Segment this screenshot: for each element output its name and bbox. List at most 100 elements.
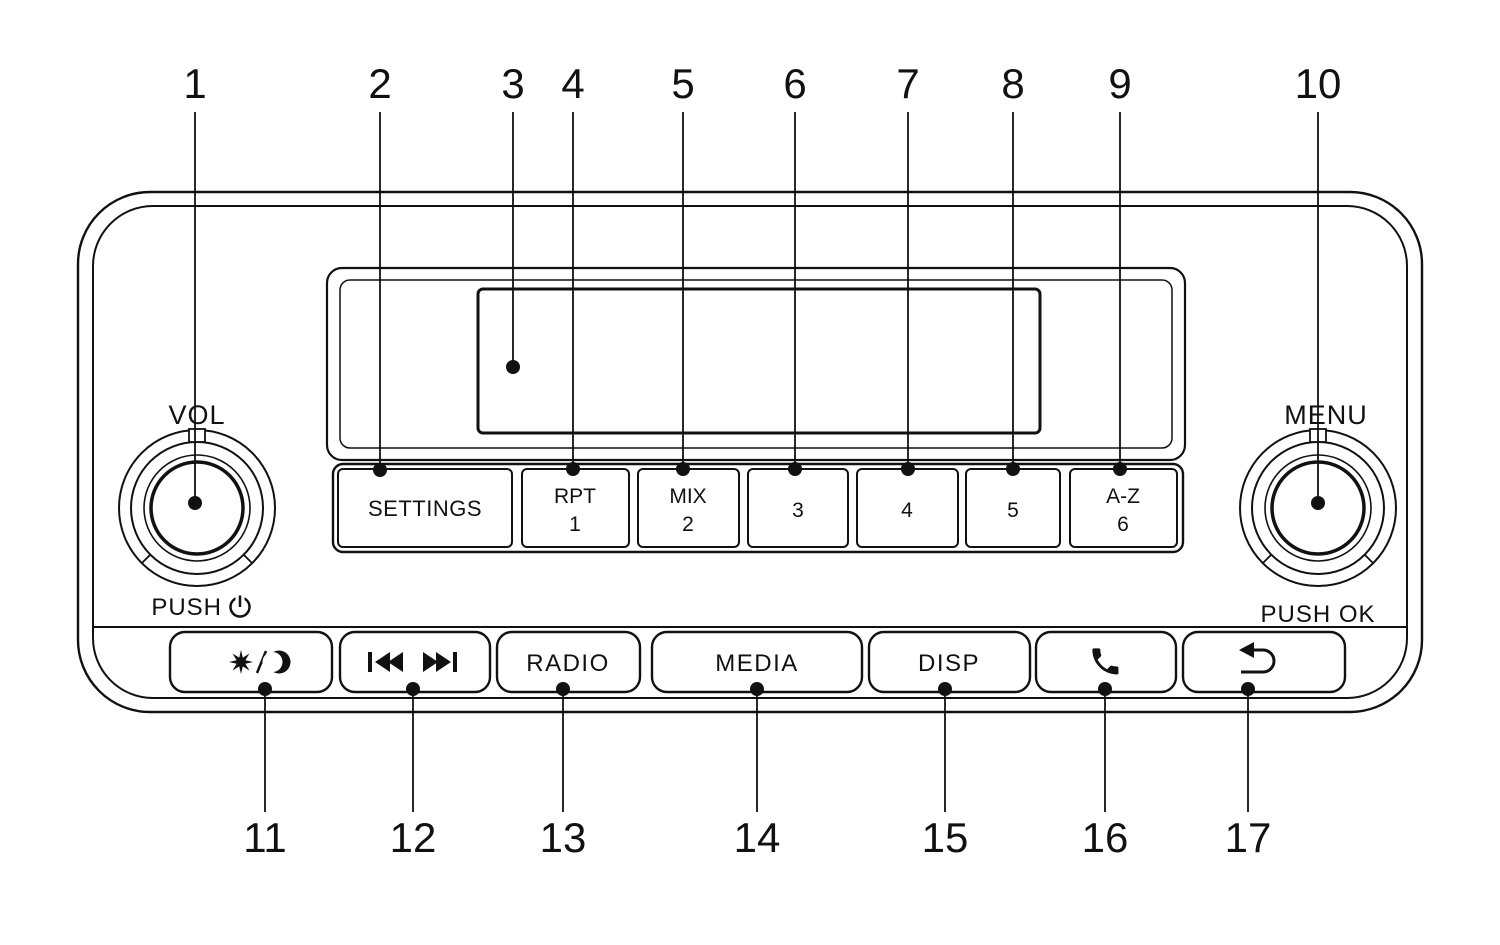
callout-number: 16: [1082, 814, 1129, 861]
callout-2: 2: [368, 60, 392, 477]
callout-13: 13: [540, 682, 587, 861]
callout-number: 8: [1001, 60, 1024, 107]
callout-number: 15: [922, 814, 969, 861]
preset-button-rpt-1[interactable]: RPT 1: [521, 468, 630, 548]
volume-knob[interactable]: [118, 428, 276, 587]
callout-14: 14: [734, 682, 781, 861]
radio-button[interactable]: RADIO: [495, 630, 642, 694]
push-ok-label: PUSH OK: [1260, 601, 1375, 628]
callout-dot: [1311, 496, 1325, 510]
callout-4: 4: [561, 60, 585, 476]
track-seek-button[interactable]: [338, 630, 492, 694]
callout-dot: [373, 463, 387, 477]
callout-15: 15: [922, 682, 969, 861]
callout-16: 16: [1082, 682, 1129, 861]
callout-1: 1: [183, 60, 207, 510]
callout-7: 7: [896, 60, 920, 476]
callout-dot: [506, 360, 520, 374]
callout-number: 6: [783, 60, 806, 107]
callout-6: 6: [783, 60, 807, 476]
callout-number: 14: [734, 814, 781, 861]
callout-number: 10: [1295, 60, 1342, 107]
sun-glyph: [229, 650, 253, 674]
button-face[interactable]: [168, 630, 334, 694]
display-bezel: [325, 266, 1187, 462]
preset-button-settings[interactable]: SETTINGS: [337, 468, 513, 548]
preset-button-az-6[interactable]: A-Z 6: [1069, 468, 1178, 548]
preset-row-frame: [331, 462, 1185, 554]
bezel-inner-outline: [339, 279, 1173, 449]
moon-cutout: [262, 652, 283, 672]
button-label[interactable]: SETTINGS: [368, 496, 482, 521]
day-night-button[interactable]: [168, 630, 334, 694]
callout-11: 11: [243, 682, 287, 861]
volume-push-caption: PUSH: [151, 594, 251, 621]
button-label[interactable]: DISP: [918, 650, 980, 677]
callout-number: 2: [368, 60, 391, 107]
menu-knob-label: MENU: [1284, 400, 1368, 430]
return-icon: [1239, 642, 1276, 674]
button-number[interactable]: 4: [901, 499, 913, 522]
callout-9: 9: [1108, 60, 1132, 476]
phone-icon: [1092, 648, 1119, 675]
callout-10: 10: [1295, 60, 1342, 510]
callout-number: 5: [671, 60, 694, 107]
callout-dot: [566, 462, 580, 476]
day-night-icon: [229, 650, 291, 674]
volume-knob-label: VOL: [168, 400, 225, 430]
knob-grip-mark: [1262, 554, 1272, 564]
button-label[interactable]: RADIO: [526, 650, 610, 677]
callout-3: 3: [501, 60, 525, 374]
knob-grip-mark: [243, 554, 253, 564]
callout-12: 12: [390, 682, 437, 861]
callout-dot: [1113, 462, 1127, 476]
display-screen: [476, 287, 1042, 435]
knob-grip-mark: [1364, 554, 1374, 564]
bezel-outer-outline: [325, 266, 1187, 462]
preset-button-3[interactable]: 3: [747, 468, 849, 548]
button-face[interactable]: [337, 468, 513, 548]
button-face[interactable]: [1181, 630, 1347, 694]
button-number[interactable]: 6: [1117, 513, 1129, 536]
body-outer-outline: [76, 190, 1424, 714]
callout-number: 17: [1225, 814, 1272, 861]
radio-body: [76, 190, 1424, 714]
callout-dot: [788, 462, 802, 476]
callout-number: 9: [1108, 60, 1131, 107]
display-mode-button[interactable]: DISP: [867, 630, 1032, 694]
power-icon: [229, 595, 251, 618]
body-inner-outline: [92, 205, 1408, 699]
callout-number: 13: [540, 814, 587, 861]
preset-button-mix-2[interactable]: MIX 2: [637, 468, 740, 548]
button-number[interactable]: 5: [1007, 499, 1019, 522]
callout-dot: [901, 462, 915, 476]
callout-17: 17: [1225, 682, 1272, 861]
volume-knob-cap[interactable]: [149, 460, 245, 556]
button-label[interactable]: RPT: [554, 485, 596, 508]
callout-number: 4: [561, 60, 584, 107]
button-label[interactable]: MIX: [669, 485, 706, 508]
button-label[interactable]: A-Z: [1106, 485, 1140, 508]
back-button[interactable]: [1181, 630, 1347, 694]
button-number[interactable]: 2: [682, 513, 694, 536]
preset-button-4[interactable]: 4: [856, 468, 959, 548]
button-number[interactable]: 3: [792, 499, 804, 522]
callout-number: 3: [501, 60, 524, 107]
push-label: PUSH: [151, 594, 222, 621]
volume-knob-ring[interactable]: [143, 454, 251, 562]
callout-dot: [1006, 462, 1020, 476]
previous-next-track-icon: [368, 652, 457, 672]
callout-5: 5: [671, 60, 695, 476]
media-button[interactable]: MEDIA: [650, 630, 864, 694]
knob-top-notch: [188, 428, 206, 443]
callout-dot: [676, 462, 690, 476]
callout-dot: [188, 496, 202, 510]
button-number[interactable]: 1: [569, 513, 581, 536]
slash-glyph: [255, 650, 268, 674]
callout-number: 7: [896, 60, 919, 107]
callout-number: 12: [390, 814, 437, 861]
button-label[interactable]: MEDIA: [715, 650, 799, 677]
preset-button-5[interactable]: 5: [965, 468, 1061, 548]
